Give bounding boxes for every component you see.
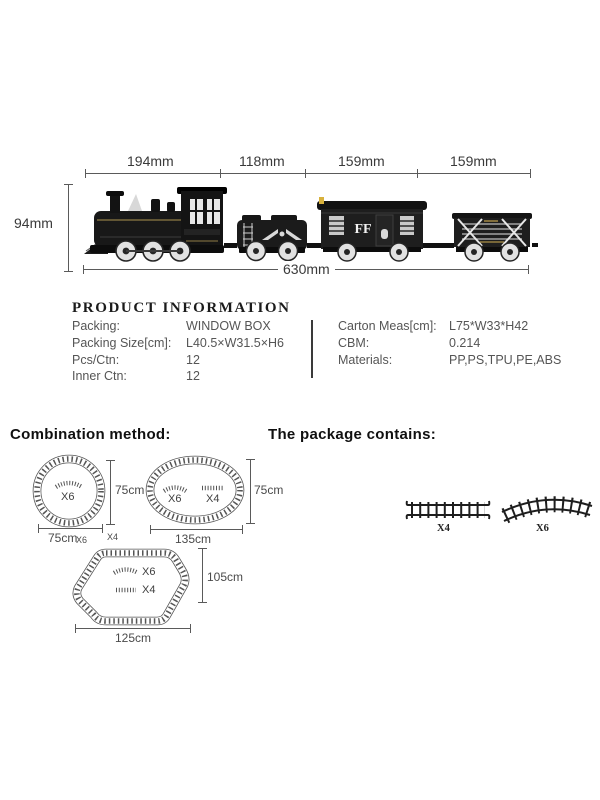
packing-value: WINDOW BOX: [186, 319, 271, 333]
materials-value: PP,PS,TPU,PE,ABS: [449, 353, 562, 367]
pcs-ctn-label: Pcs/Ctn:: [72, 353, 120, 367]
circle-width-dim-line: [38, 528, 102, 529]
oval-straight-count: X4: [206, 493, 220, 505]
pcs-ctn-value: 12: [186, 353, 200, 367]
dim-tick: [75, 624, 76, 633]
oval-height-label: 75cm: [254, 483, 284, 497]
polygon-height-dim-line: [202, 548, 203, 602]
curved-track-count: X6: [536, 523, 549, 534]
packing-size-label: Packing Size[cm]:: [72, 336, 172, 350]
oval-width-label: 135cm: [175, 532, 212, 546]
dim-label-locomotive: 194mm: [127, 153, 174, 169]
dim-tick: [242, 525, 243, 534]
dim-cap: [64, 271, 73, 272]
dim-cap: [246, 459, 255, 460]
polygon-track-layout: [72, 548, 190, 626]
circle-track-layout: [32, 454, 106, 528]
coupler: [224, 243, 237, 248]
dim-tick: [417, 169, 418, 178]
straight-track-count: X4: [437, 523, 450, 534]
oval-height-dim-line: [250, 459, 251, 523]
locomotive: [84, 187, 227, 262]
box-car: FF: [317, 197, 427, 262]
polygon-height-label: 105cm: [207, 570, 244, 584]
polygon-curve-count: X6: [142, 566, 156, 578]
boxcar-logo: FF: [354, 222, 371, 237]
train-illustration: FF: [84, 187, 538, 262]
oval-curve-count: X6: [168, 493, 182, 505]
oval-track-layout: [145, 455, 245, 525]
dim-label-total-length: 630mm: [278, 261, 335, 277]
dim-tick: [305, 169, 306, 178]
top-dimension-line: [85, 173, 530, 174]
circle-height-dim-line: [110, 460, 111, 524]
package-contains-title: The package contains:: [268, 426, 437, 443]
circle-width-label: 75cm: [48, 531, 78, 545]
dim-tick: [102, 524, 103, 533]
cbm-value: 0.214: [449, 336, 481, 350]
circle-curve-count: X6: [61, 491, 75, 503]
gondola-car: [441, 213, 538, 262]
dim-tick: [85, 169, 86, 178]
combination-method-title: Combination method:: [10, 426, 171, 443]
dim-tick: [38, 524, 39, 533]
cbm-label: CBM:: [338, 336, 370, 350]
dim-cap: [106, 460, 115, 461]
dim-label-gondola: 159mm: [450, 153, 497, 169]
inner-ctn-value: 12: [186, 369, 200, 383]
dim-tick: [220, 169, 221, 178]
dim-cap: [64, 184, 73, 185]
curved-piece-icon: [54, 480, 84, 489]
circle-width-suffix: X6: [76, 535, 88, 545]
dim-label-height: 94mm: [14, 215, 53, 231]
packing-label: Packing:: [72, 319, 120, 333]
tender-car: [237, 215, 307, 262]
info-divider: [311, 320, 313, 378]
dim-cap: [198, 548, 207, 549]
height-dimension-line: [68, 184, 69, 271]
oval-width-dim-line: [150, 529, 242, 530]
circle-extra-label: X4: [107, 532, 119, 542]
product-info-title: PRODUCT INFORMATION: [72, 300, 291, 316]
inner-ctn-label: Inner Ctn:: [72, 369, 127, 383]
carton-meas-value: L75*W33*H42: [449, 319, 529, 333]
dim-tick: [530, 169, 531, 178]
circle-height-label: 75cm: [115, 483, 145, 497]
dim-cap: [198, 602, 207, 603]
curved-track-icon: [501, 496, 593, 524]
locomotive-wheels: [115, 240, 191, 262]
packing-size-value: L40.5×W31.5×H6: [186, 336, 284, 350]
dim-tick: [150, 525, 151, 534]
dim-cap: [106, 524, 115, 525]
coupler: [423, 243, 441, 248]
dim-tick: [83, 265, 84, 274]
curved-piece-icon: [112, 567, 140, 575]
package-track-pieces: [405, 496, 593, 524]
polygon-width-dim-line: [75, 628, 190, 629]
polygon-straight-count: X4: [142, 584, 156, 596]
coupler: [307, 243, 321, 248]
dim-tick: [190, 624, 191, 633]
curved-piece-icon: [162, 485, 188, 493]
straight-track-icon: [405, 500, 491, 520]
dim-label-boxcar: 159mm: [338, 153, 385, 169]
carton-meas-label: Carton Meas[cm]:: [338, 319, 437, 333]
dim-cap: [246, 523, 255, 524]
materials-label: Materials:: [338, 353, 393, 367]
dim-label-tender: 118mm: [239, 153, 285, 169]
dim-tick: [528, 265, 529, 274]
polygon-width-label: 125cm: [115, 631, 152, 645]
